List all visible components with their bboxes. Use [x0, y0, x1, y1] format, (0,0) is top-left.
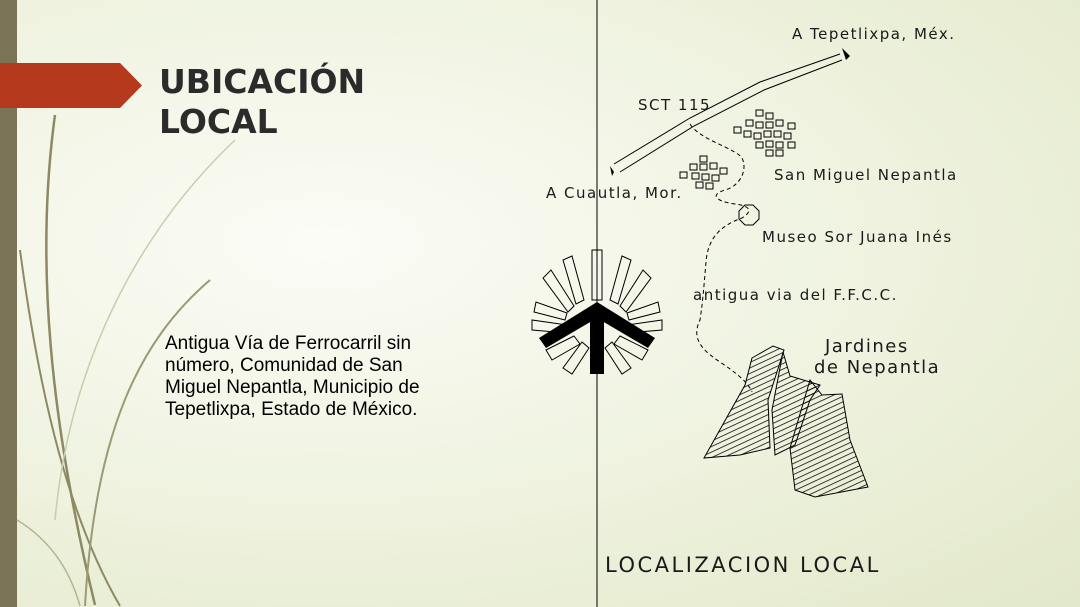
label-road: SCT 115	[638, 96, 711, 114]
address-text: Antigua Vía de Ferrocarril sin número, C…	[165, 333, 420, 420]
railway-path	[689, 123, 753, 393]
label-to-cuautla: A Cuautla, Mor.	[546, 184, 683, 202]
title-arrow-shape	[0, 63, 142, 108]
north-arrow-pointer	[539, 302, 655, 374]
title-line-2: LOCAL	[159, 102, 278, 141]
decorative-curves	[16, 114, 236, 607]
slide-title: UBICACIÓN LOCAL	[159, 62, 419, 142]
label-to-tepetlixpa: A Tepetlixpa, Méx.	[792, 25, 956, 43]
label-village: San Miguel Nepantla	[774, 166, 958, 184]
label-railway: antigua via del F.F.C.C.	[693, 286, 898, 304]
village-houses	[679, 109, 796, 190]
highway-road	[610, 48, 850, 176]
gardens-parcels	[703, 345, 869, 498]
museum-marker	[738, 204, 760, 226]
label-museum: Museo Sor Juana Inés	[762, 228, 953, 246]
label-gardens-line1: Jardines	[824, 336, 909, 357]
title-line-1: UBICACIÓN	[159, 62, 366, 101]
map-title: LOCALIZACION LOCAL	[605, 553, 881, 577]
left-accent-bar	[0, 0, 17, 607]
label-gardens-line2: de Nepantla	[814, 357, 940, 378]
